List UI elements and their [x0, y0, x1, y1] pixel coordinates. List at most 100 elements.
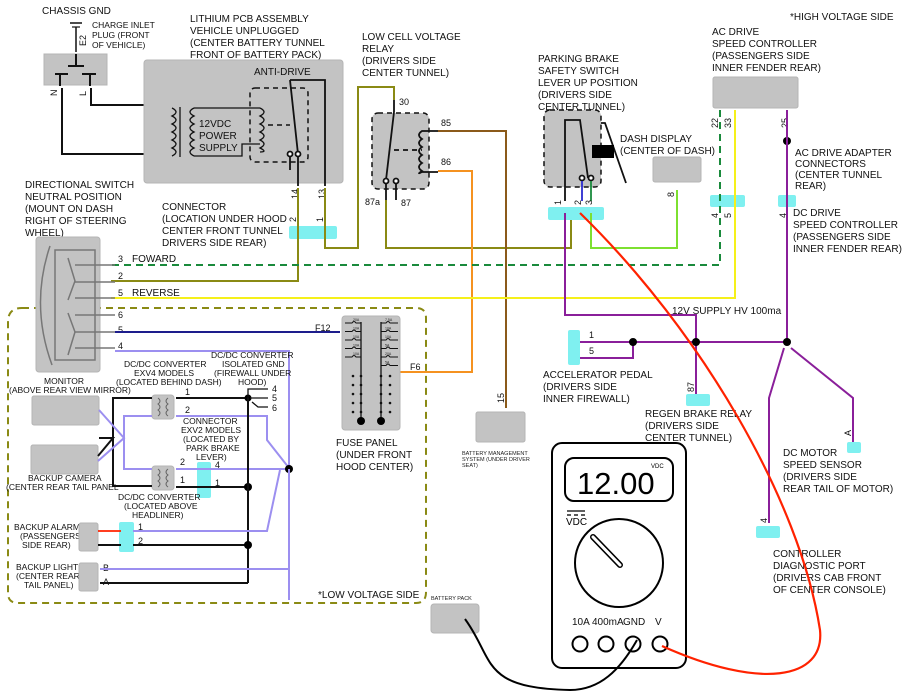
bms-label-1: BATTERY MANAGEMENT — [462, 451, 528, 457]
pcb-label-2: VEHICLE UNPLUGGED — [190, 26, 299, 37]
diag-label-3: (DRIVERS CAB FRONT — [773, 573, 881, 584]
ac-drive-connector — [710, 195, 745, 207]
accelerator-label-3: INNER FIREWALL) — [543, 394, 630, 405]
pin-c5: 5 — [723, 213, 733, 218]
anti-drive-label: ANTI-DRIVE — [254, 67, 311, 78]
fuse-left-2: 10A — [345, 327, 361, 332]
backup-camera — [30, 444, 99, 475]
power-supply-label-2: POWER — [199, 131, 237, 142]
battery-pack — [430, 603, 480, 634]
pin-25: 25 — [780, 118, 790, 128]
power-supply-label-1: 12VDC — [199, 119, 231, 130]
dir-switch-label-5: WHEEL) — [25, 228, 64, 239]
transformer-icon — [170, 107, 265, 157]
jack-v[interactable] — [651, 635, 669, 653]
pin-acc-1: 1 — [589, 330, 594, 340]
fuse-rating: 10A — [385, 327, 392, 331]
charge-inlet-label-1: CHARGE INLET — [92, 20, 155, 30]
directional-switch — [35, 236, 101, 373]
pin-f12: F12 — [315, 323, 331, 333]
ac-adapter-label-2: CONNECTORS — [795, 159, 866, 170]
light-label-3: TAIL PANEL) — [24, 580, 74, 590]
dash-display-indicator — [592, 145, 614, 158]
power-supply-label-3: SUPPLY — [199, 143, 238, 154]
pin-8: 8 — [666, 192, 676, 197]
fuse-slot-empty — [388, 410, 392, 414]
alarm-label-2: (PASSENGERS — [20, 531, 81, 541]
reverse-label: REVERSE — [132, 288, 180, 299]
parking-brake-lever — [564, 119, 627, 201]
pin-g5: 5 — [272, 393, 277, 403]
pcb-label-4: FRONT OF BATTERY PACK) — [190, 50, 321, 61]
monitor — [31, 395, 100, 426]
pin-ds-6: 6 — [118, 310, 123, 320]
dir-switch-label-3: (MOUNT ON DASH — [25, 204, 113, 215]
pin-g6: 6 — [272, 403, 277, 413]
dc-symbol-icon — [567, 510, 585, 516]
wire-pb1-purple — [564, 213, 697, 341]
bms-label-2: SYSTEM (UNDER DRIVER — [462, 457, 530, 463]
fuse-right-4: 5A — [381, 344, 398, 349]
ac-drive-label-1: AC DRIVE — [712, 27, 760, 38]
connector-hood-label-1: CONNECTOR — [162, 202, 226, 213]
ac-drive-controller — [712, 76, 799, 109]
jack-10a[interactable] — [571, 635, 589, 653]
jack-400ma[interactable] — [597, 635, 615, 653]
fuse-slot-empty — [388, 383, 392, 387]
anti-drive-switch — [286, 79, 326, 186]
fuse-slot-empty — [388, 392, 392, 396]
dir-switch-label-1: DIRECTIONAL SWITCH — [25, 180, 134, 191]
charge-inlet-label-2: PLUG (FRONT — [92, 30, 150, 40]
ac-drive-label-4: INNER FENDER REAR) — [712, 63, 821, 74]
probe-lead-red[interactable] — [579, 212, 822, 675]
wire-13-olive — [324, 86, 395, 249]
pin-14: 14 — [290, 189, 300, 199]
pin-pb-1: 1 — [553, 200, 563, 205]
junction-regen — [692, 338, 700, 346]
sensor-label-2: SPEED SENSOR — [783, 460, 862, 471]
probe-lead-black[interactable] — [464, 618, 638, 692]
parking-brake-label-4: (DRIVERS SIDE — [538, 90, 612, 101]
wire-86-orange — [398, 170, 473, 373]
wire-dash-green — [590, 190, 678, 249]
jack-label-v: V — [655, 617, 662, 628]
headliner-label-3: HEADLINER) — [132, 510, 184, 520]
fuse-right-5: 20A — [381, 352, 398, 358]
exv4-label-2: EXV4 MODELS — [134, 368, 194, 378]
jack-gnd[interactable] — [624, 635, 642, 653]
ac-adapter-label-4: REAR) — [795, 181, 826, 192]
exv2-label-3: (LOCATED BY — [183, 434, 239, 444]
fuse-rating: 7.5A — [385, 318, 393, 322]
pin-86: 86 — [441, 157, 451, 167]
regen-label-2: (DRIVERS SIDE — [645, 421, 719, 432]
iso-gnd-label-2: ISOLATED GND — [222, 359, 285, 369]
bms-label-3: SEAT) — [462, 463, 478, 469]
pin-regen-87: 87 — [686, 382, 696, 392]
ac-drive-label-3: (PASSENGERS SIDE — [712, 51, 810, 62]
fuse-left-4: 10A — [345, 344, 361, 349]
speed-sensor-connector — [847, 442, 861, 453]
connector-under-hood — [289, 226, 337, 239]
fuse-slot-empty — [351, 410, 355, 414]
monitor-label-1: MONITOR — [44, 376, 84, 386]
fuse-rating: 10A — [385, 335, 392, 339]
wire-forward-green — [111, 110, 721, 266]
pcb-label-3: (CENTER BATTERY TUNNEL — [190, 38, 325, 49]
ac-drive-label-2: SPEED CONTROLLER — [712, 39, 817, 50]
parking-brake-label-1: PARKING BRAKE — [538, 54, 619, 65]
pin-x4: 4 — [215, 460, 220, 470]
pin-c4a: 4 — [710, 213, 720, 218]
diagnostic-port-connector — [756, 526, 780, 538]
wire-alarm-1-lav — [133, 469, 281, 532]
pin-ds-4: 4 — [118, 341, 123, 351]
camera-label-1: BACKUP CAMERA — [28, 473, 102, 483]
sensor-label-4: REAR TAIL OF MOTOR) — [783, 484, 893, 495]
dc-drive-label-4: INNER FENDER REAR) — [793, 244, 902, 255]
exv2-label-1: CONNECTOR — [183, 416, 238, 426]
pin-1: 1 — [315, 217, 325, 222]
exv4-label-3: (LOCATED BEHIND DASH) — [116, 377, 222, 387]
wire-85-brown — [438, 130, 507, 408]
dir-switch-label-2: NEUTRAL POSITION — [25, 192, 122, 203]
low-cell-voltage-relay — [371, 112, 430, 190]
